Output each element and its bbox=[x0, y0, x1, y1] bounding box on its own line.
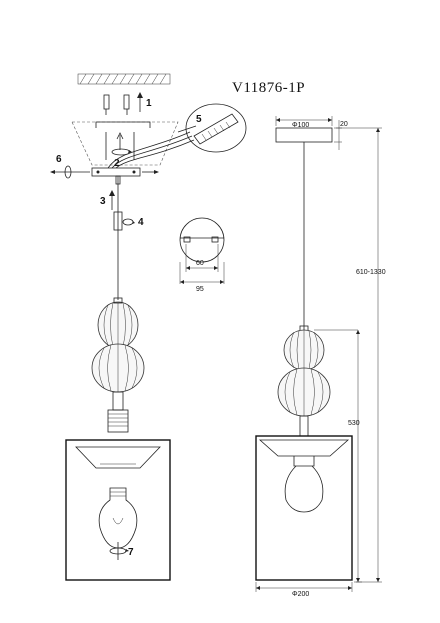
bulb-icon bbox=[98, 487, 138, 549]
assembled-lower-sphere bbox=[277, 367, 331, 417]
gland-nut bbox=[113, 211, 135, 231]
canopy-outline bbox=[71, 121, 179, 166]
exploded-view: 1 2 5 bbox=[50, 73, 247, 581]
assembled-bulb bbox=[284, 465, 324, 513]
ceiling-hatch bbox=[77, 73, 171, 85]
canopy-height-dim: 20 bbox=[340, 121, 348, 128]
step-6-label: 6 bbox=[56, 154, 62, 165]
rotate-arrow-icon bbox=[111, 148, 132, 156]
upper-glass-sphere bbox=[97, 297, 139, 349]
step-7-rotate-icon bbox=[109, 542, 129, 560]
lamp-socket bbox=[107, 391, 129, 433]
lower-glass-sphere bbox=[91, 343, 145, 393]
cord-grip bbox=[115, 175, 121, 185]
step-5-label: 5 bbox=[196, 114, 202, 125]
bracket-outer-dim: 95 bbox=[196, 286, 204, 293]
side-screw-left bbox=[50, 165, 90, 179]
body-height-dim: 530 bbox=[348, 420, 360, 427]
bracket-screws bbox=[105, 132, 135, 160]
step-3-arrow-icon bbox=[109, 190, 115, 210]
step-1-label: 1 bbox=[146, 98, 152, 109]
screw-icon bbox=[103, 94, 130, 115]
step-4-label: 4 bbox=[138, 217, 144, 228]
up-arrow-icon bbox=[137, 92, 143, 112]
step-7-label: 7 bbox=[128, 547, 134, 558]
step-3-label: 3 bbox=[100, 196, 106, 207]
bracket-inner-dim: 60 bbox=[196, 260, 204, 267]
total-height-dim: 610-1330 bbox=[356, 269, 386, 276]
model-title: V11876-1P bbox=[232, 80, 305, 96]
terminal-detail bbox=[177, 103, 247, 153]
bracket-detail: 60 95 bbox=[179, 217, 225, 293]
canopy bbox=[275, 127, 333, 143]
shade-diameter-dim: Φ200 bbox=[292, 591, 309, 598]
canopy-diameter-dim: Φ100 bbox=[292, 122, 309, 129]
mounting-plate bbox=[91, 167, 141, 177]
assembled-upper-sphere bbox=[283, 325, 325, 371]
assembled-shade bbox=[255, 435, 353, 581]
wires bbox=[107, 131, 195, 169]
pendant-lamp-icon: Φ100 20 Φ200 530 bbox=[255, 116, 386, 598]
side-screw-right bbox=[142, 170, 159, 174]
glass-shade bbox=[65, 439, 171, 581]
